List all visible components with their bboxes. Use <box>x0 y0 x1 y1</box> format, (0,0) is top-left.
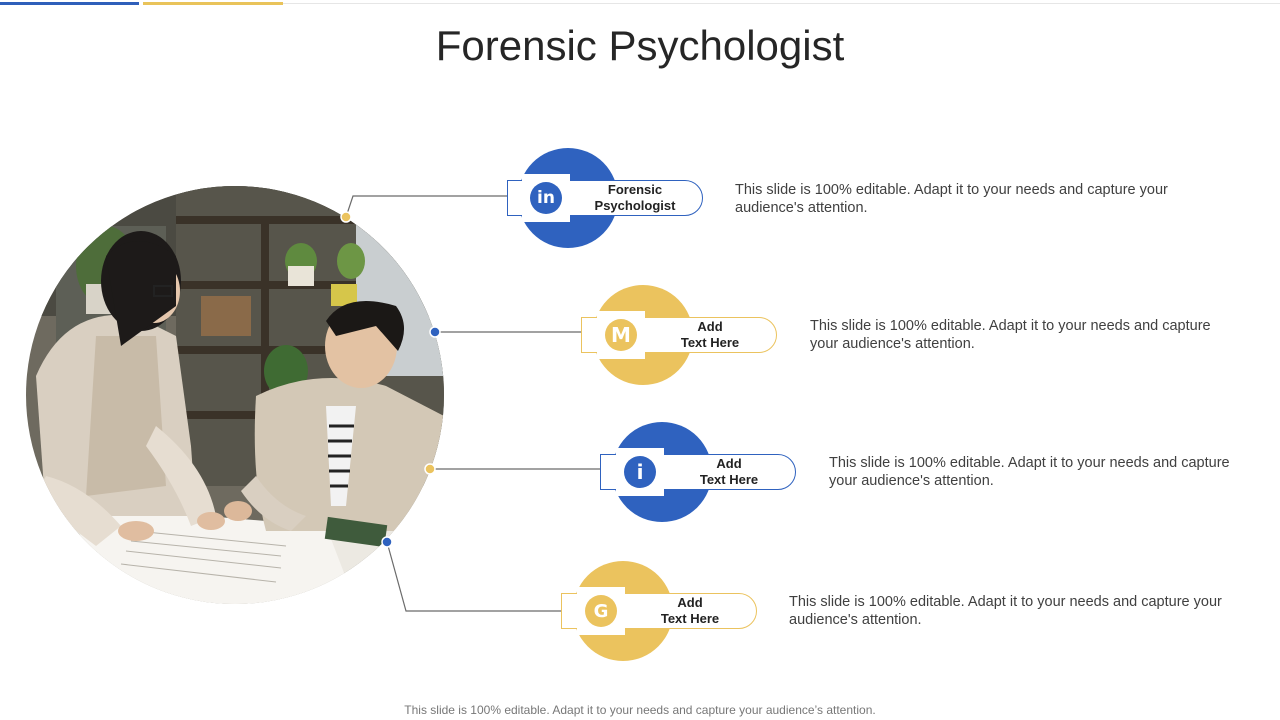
medium-icon: M <box>605 319 637 351</box>
item-4-description: This slide is 100% editable. Adapt it to… <box>789 594 1222 628</box>
slide-footer: This slide is 100% editable. Adapt it to… <box>404 703 876 717</box>
info-icon: i <box>624 456 656 488</box>
accent-bar-gold <box>143 2 283 5</box>
slide-title: Forensic Psychologist <box>435 22 845 69</box>
item-3-description: This slide is 100% editable. Adapt it to… <box>829 455 1230 489</box>
item-2-description: This slide is 100% editable. Adapt it to… <box>810 318 1211 352</box>
item-1-description: This slide is 100% editable. Adapt it to… <box>735 182 1168 216</box>
item-2-label: Add Text Here <box>680 319 740 350</box>
accent-bar-blue <box>0 2 139 5</box>
item-1-label: Forensic Psychologist <box>594 182 676 213</box>
connector-dot-1 <box>340 211 352 223</box>
item-3-icon-holder: i <box>616 448 664 496</box>
header-rule <box>283 3 1280 4</box>
connector-dot-3 <box>424 463 436 475</box>
google-icon: G <box>585 595 617 627</box>
item-3-label: Add Text Here <box>699 456 759 487</box>
item-2-icon-holder: M <box>597 311 645 359</box>
linkedin-icon: in <box>530 182 562 214</box>
item-4-icon-holder: G <box>577 587 625 635</box>
connector-4 <box>386 541 561 612</box>
connector-dot-4 <box>381 536 393 548</box>
item-4-label: Add Text Here <box>660 595 720 626</box>
item-1-icon-holder: in <box>522 174 570 222</box>
connector-1 <box>345 195 507 218</box>
connector-dot-2 <box>429 326 441 338</box>
